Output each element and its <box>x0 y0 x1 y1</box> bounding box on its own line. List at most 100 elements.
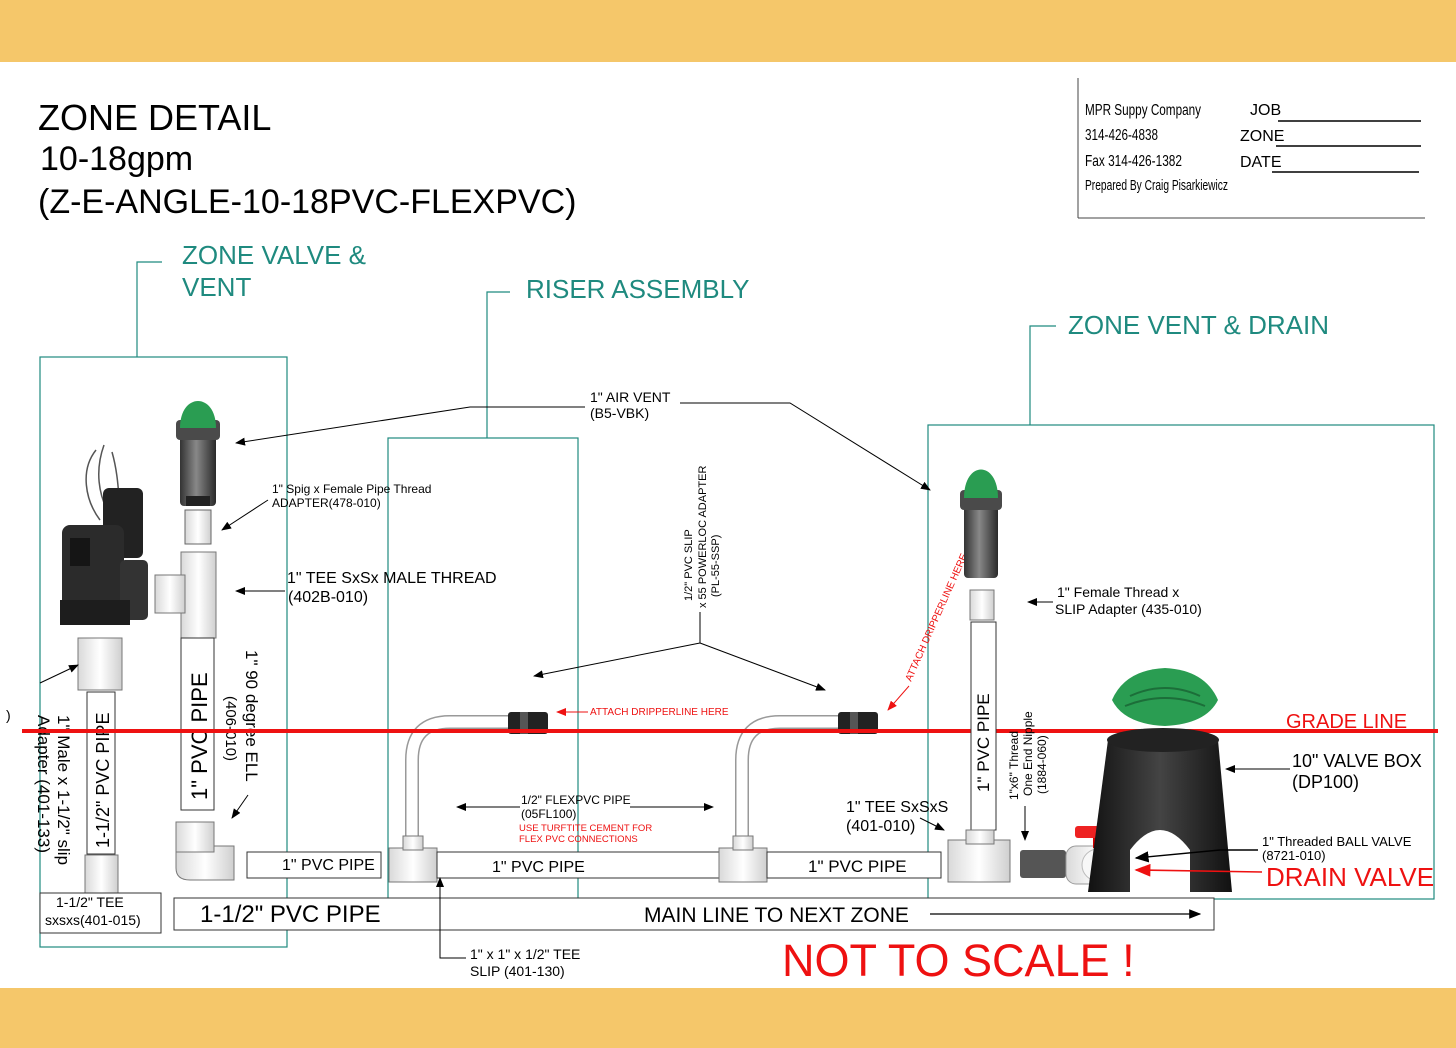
ell-90-arrow <box>231 794 249 819</box>
female-thread-adapter-icon <box>969 589 995 621</box>
spig-adapter-label-2: ADAPTER(478-010) <box>272 496 381 510</box>
valve-box-label-2: (DP100) <box>1292 772 1359 792</box>
flexpvc-label-1: 1/2" FLEXPVC PIPE <box>521 793 631 807</box>
valve-box-icon <box>1088 668 1232 892</box>
tee-sxsxs-label-1: 1" TEE SxSxS <box>846 799 948 816</box>
flex-pvc-riser-left <box>405 715 512 842</box>
title-block: MPR Suppy Company 314-426-4838 Fax 314-4… <box>1077 78 1425 219</box>
tee-slip-label-2: SLIP (401-130) <box>470 963 565 979</box>
zone-valve-leader <box>136 261 162 357</box>
tee-slip-right-icon <box>718 835 768 883</box>
zone-valve-heading-2: VENT <box>182 272 251 302</box>
powerloc-adapter-left <box>508 712 548 734</box>
not-to-scale-note: NOT TO SCALE ! <box>782 935 1135 986</box>
pvc-slip-label-1: 1/2" PVC SLIP <box>683 529 695 601</box>
ball-valve-label-1: 1" Threaded BALL VALVE <box>1262 834 1412 849</box>
date-label: DATE <box>1240 154 1281 171</box>
diagram-part-code: (Z-E-ANGLE-10-18PVC-FLEXPVC) <box>38 183 576 221</box>
turftite-note-1: USE TURFTITE CEMENT FOR <box>519 823 652 834</box>
tee-male-thread-label-1: 1" TEE SxSx MALE THREAD <box>287 570 497 587</box>
riser-assembly-heading: RISER ASSEMBLY <box>526 274 750 304</box>
drain-valve-label: DRAIN VALVE <box>1266 862 1434 892</box>
vertical-pvc-pipe-1-5in-label: 1-1/2" PVC PIPE <box>93 713 113 848</box>
attach-drip-arrow-2 <box>887 685 910 711</box>
grade-line-label: GRADE LINE <box>1286 711 1407 733</box>
pvc-pipe-a <box>246 851 382 879</box>
male-adapter-label-1: 1" Male x 1-1/2" slip <box>54 715 73 865</box>
zone-label: ZONE <box>1240 128 1284 145</box>
tee-slip-arrow <box>436 877 466 959</box>
female-thread-label-2: SLIP Adapter (435-010) <box>1055 601 1202 617</box>
tee-1-5in-label-1: 1-1/2" TEE <box>56 894 124 910</box>
spig-adapter-label-1: 1" Spig x Female Pipe Thread <box>272 482 431 496</box>
nipple-label-1: 1"x6" Thread <box>1007 731 1021 800</box>
diagram-title: ZONE DETAIL <box>38 97 271 138</box>
zone-valve-box <box>39 356 288 948</box>
riser-assembly-leader <box>486 291 510 438</box>
spig-adapter-arrow <box>221 499 269 531</box>
nipple-icon <box>1020 850 1066 878</box>
company-fax: Fax 314-426-1382 <box>1085 153 1182 170</box>
pvc-slip-label-2: x 55 POWERLOC ADAPTER <box>697 466 709 608</box>
flexpvc-label-2: (05FL100) <box>521 807 576 821</box>
pvc-pipe-b <box>436 851 720 879</box>
female-thread-label-1: 1" Female Thread x <box>1057 584 1179 600</box>
diagram-flow-rate: 10-18gpm <box>40 140 193 178</box>
vertical-pvc-pipe-1in <box>180 637 215 811</box>
drain-valve-arrow <box>1134 863 1263 877</box>
zone-valve-icon <box>60 488 148 625</box>
zone-valve-heading: ZONE VALVE & <box>182 240 366 270</box>
prepared-by: Prepared By Craig Pisarkiewicz <box>1085 177 1228 194</box>
job-label: JOB <box>1250 102 1281 119</box>
tee-male-thread-label-2: (402B-010) <box>288 589 368 606</box>
pvc-pipe-c-label: 1" PVC PIPE <box>808 857 907 876</box>
tee-1-5in-label-2: sxsxs(401-015) <box>45 912 141 928</box>
nipple-label-3: (1884-060) <box>1035 735 1049 794</box>
tee-sxsxs-label-2: (401-010) <box>846 818 915 835</box>
stray-paren: ) <box>6 707 11 723</box>
pvc-slip-arrow-right <box>699 642 826 691</box>
zone-vent-drain-heading: ZONE VENT & DRAIN <box>1068 310 1329 340</box>
pvc-pipe-b-label: 1" PVC PIPE <box>492 859 585 876</box>
ball-valve-arrow <box>1134 849 1258 863</box>
male-adapter-label-2: Adapter (401-133) <box>34 715 53 853</box>
tee-sxsxs-arrow <box>919 817 945 831</box>
ball-valve-label-2: (8721-010) <box>1262 848 1326 863</box>
ell-90-icon <box>175 821 235 881</box>
vertical-pvc-pipe-1-5in <box>86 691 116 855</box>
air-vent-arrow-right <box>680 402 931 491</box>
flex-pvc-riser-right <box>735 715 842 842</box>
zone-vent-drain-leader <box>1029 325 1056 425</box>
air-vent-right-icon <box>960 469 1002 578</box>
company-phone: 314-426-4838 <box>1085 127 1158 144</box>
pvc-pipe-a-label: 1" PVC PIPE <box>282 857 375 874</box>
attach-drip-label-1: ATTACH DRIPPERLINE HERE <box>590 707 729 718</box>
air-vent-label-2: (B5-VBK) <box>590 405 649 421</box>
turftite-note-2: FLEX PVC CONNECTIONS <box>519 834 638 845</box>
valve-box-label-1: 10" VALVE BOX <box>1292 751 1422 771</box>
vertical-pvc-pipe-1in-label: 1" PVC PIPE <box>187 672 212 800</box>
ell-90-label-2: (406-010) <box>222 696 239 761</box>
main-line-label: MAIN LINE TO NEXT ZONE <box>644 904 909 927</box>
tee-sxsxs-icon <box>947 829 1011 883</box>
main-pipe-label: 1-1/2" PVC PIPE <box>200 901 381 928</box>
nipple-label-2: One End Nipple <box>1021 711 1035 796</box>
male-adapter-icon <box>77 637 123 691</box>
tee-1-5in-icon <box>39 854 162 934</box>
powerloc-adapter-right <box>838 712 878 734</box>
spig-adapter-icon <box>184 509 212 545</box>
ell-90-label-1: 1" 90 degree ELL <box>242 650 261 782</box>
attach-drip-label-2: ATTACH DRIPPERLINE HERE <box>904 552 971 683</box>
air-vent-left-icon <box>176 401 220 506</box>
tee-male-thread-icon <box>154 551 217 639</box>
pvc-slip-arrow-left <box>533 642 701 679</box>
tee-slip-left-icon <box>388 835 438 883</box>
company-name: MPR Suppy Company <box>1085 102 1201 119</box>
pvc-pipe-c <box>766 851 942 879</box>
tee-slip-label-1: 1" x 1" x 1/2" TEE <box>470 946 580 962</box>
vertical-pvc-pipe-right-label: 1" PVC PIPE <box>974 693 993 792</box>
air-vent-label-1: 1" AIR VENT <box>590 389 671 405</box>
vertical-pvc-pipe-right <box>970 621 997 831</box>
air-vent-arrow-left <box>235 406 585 446</box>
